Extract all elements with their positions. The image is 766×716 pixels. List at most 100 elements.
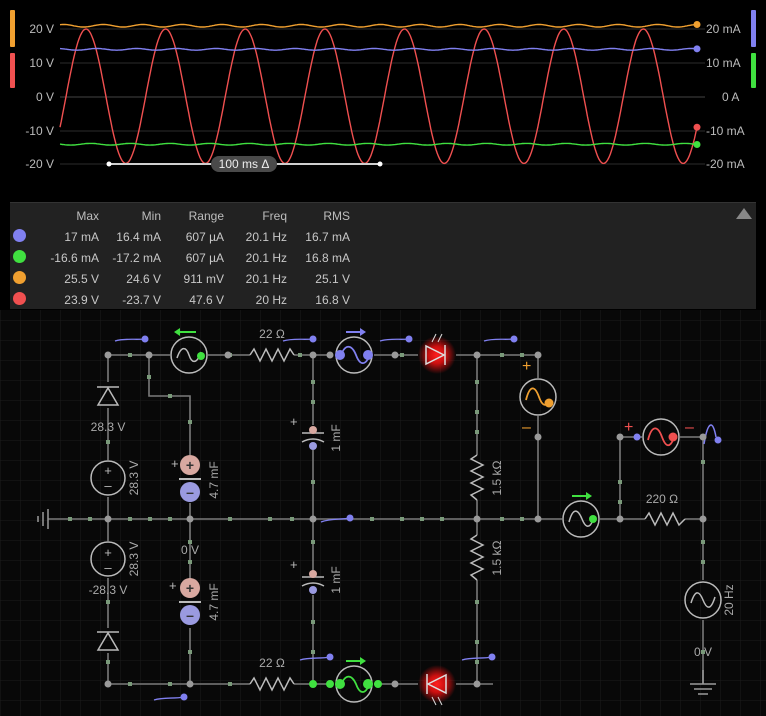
scale-marker-red[interactable]	[10, 53, 15, 88]
ammeter-probe-right[interactable]	[562, 492, 600, 538]
resistor-top-label: 22 Ω	[259, 327, 285, 341]
diode-top[interactable]	[96, 386, 120, 406]
resistor-mid-upper[interactable]	[469, 454, 485, 501]
diode-bottom[interactable]	[96, 631, 120, 651]
capacitor-4.7mF-top[interactable]: + + –	[171, 455, 201, 502]
measurements-header-row: Max Min Range Freq RMS	[10, 205, 350, 226]
ammeter-probe-bottom-green[interactable]	[335, 657, 373, 703]
resistor-right[interactable]	[644, 511, 686, 527]
wire-tail-ends	[141, 335, 641, 701]
series-swatch-blue	[13, 228, 26, 242]
cell-range: 47.6 V	[189, 292, 224, 307]
trace-#f05050	[59, 28, 698, 165]
left-tick-label: -10 V	[25, 124, 54, 138]
left-tick-label: 20 V	[29, 22, 54, 36]
oscilloscope-panel[interactable]: 20 V 10 V 0 V -10 V -20 V 20 mA 10 mA 0 …	[0, 0, 766, 200]
cell-freq: 20.1 Hz	[245, 271, 287, 286]
resistor-top[interactable]	[249, 347, 295, 363]
svg-text:+: +	[171, 456, 179, 471]
trace-#40e040	[59, 142, 698, 146]
scope-traces	[59, 20, 701, 165]
cell-rms: 16.8 V	[315, 292, 350, 307]
cell-freq: 20.1 Hz	[245, 250, 287, 265]
svg-text:+: +	[104, 545, 112, 560]
scale-marker-green[interactable]	[751, 53, 756, 88]
svg-text:–: –	[186, 607, 194, 623]
svg-text:+: +	[169, 578, 177, 593]
svg-text:+: +	[290, 414, 298, 429]
measurement-row-red[interactable]: 23.9 V -23.7 V 47.6 V 20 Hz 16.8 V	[10, 289, 350, 310]
time-scale-indicator[interactable]: 100 ms Δ	[106, 156, 383, 172]
cell-rms: 25.1 V	[315, 271, 350, 286]
capacitor-1mF-bottom[interactable]: +	[290, 557, 325, 594]
svg-text:+: +	[624, 419, 633, 436]
scale-marker-orange[interactable]	[10, 10, 15, 47]
trace-end-point	[693, 123, 701, 131]
dc-source-top-label: 28.3 V	[127, 461, 141, 496]
cell-max: 25.5 V	[64, 271, 99, 286]
svg-text:–: –	[104, 478, 112, 493]
current-dots	[68, 353, 705, 686]
cell-max: 17 mA	[64, 229, 99, 244]
ammeter-probe-top-blue[interactable]	[335, 328, 373, 374]
ac-source[interactable]	[684, 581, 722, 619]
measurements-table: Max Min Range Freq RMS 17 mA 16.4 mA 607…	[10, 205, 350, 310]
header-rms: RMS	[323, 208, 350, 223]
left-axis-labels: 20 V 10 V 0 V -10 V -20 V	[25, 22, 54, 171]
green-nodes	[309, 680, 382, 688]
svg-text:+: +	[290, 557, 298, 572]
series-swatch-red	[13, 291, 26, 305]
time-scale-label: 100 ms Δ	[219, 157, 270, 171]
cell-range: 607 µA	[185, 250, 224, 265]
resistor-bottom[interactable]	[249, 676, 295, 692]
dc-source-bottom[interactable]: + –	[90, 541, 126, 577]
trace-#8080f0	[59, 47, 698, 51]
measurement-row-green[interactable]: -16.6 mA -17.2 mA 607 µA 20.1 Hz 16.8 mA	[10, 247, 350, 268]
resistor-mid-upper-label: 1.5 kΩ	[490, 460, 504, 495]
collapse-triangle-icon[interactable]	[736, 208, 752, 219]
resistor-bottom-label: 22 Ω	[259, 656, 285, 670]
led-bottom[interactable]	[418, 665, 456, 706]
cell-freq: 20 Hz	[255, 292, 287, 307]
capacitor-4.7mF-bottom[interactable]: + + –	[169, 578, 201, 625]
cell-range: 911 mV	[183, 271, 224, 286]
left-tick-label: 10 V	[29, 56, 54, 70]
left-tick-label: -20 V	[25, 157, 54, 171]
svg-text:+: +	[186, 457, 194, 473]
right-tick-label: 10 mA	[706, 56, 741, 70]
cell-rms: 16.8 mA	[305, 250, 350, 265]
svg-text:+: +	[522, 358, 531, 375]
right-tick-label: 0 A	[722, 90, 739, 104]
right-tick-label: -20 mA	[706, 157, 745, 171]
voltmeter-probe-orange[interactable]: + –	[519, 358, 557, 436]
svg-text:–: –	[685, 419, 694, 436]
capacitor-top-label: 4.7 mF	[207, 461, 221, 498]
mid-node-voltage: 0 V	[181, 543, 199, 557]
left-tick-label: 0 V	[36, 90, 54, 104]
led-top[interactable]	[418, 333, 456, 374]
trace-#f0a030	[59, 23, 697, 28]
circuit-grid	[0, 310, 766, 716]
resistor-mid-lower[interactable]	[469, 534, 485, 581]
series-swatch-orange	[13, 270, 26, 284]
dc-source-top[interactable]: + –	[90, 460, 126, 496]
voltmeter-probe-red[interactable]: + –	[624, 418, 694, 456]
svg-text:+: +	[104, 463, 112, 478]
cell-freq: 20.1 Hz	[245, 229, 287, 244]
diode-bottom-voltage: -28.3 V	[89, 583, 128, 597]
resistor-mid-lower-label: 1.5 kΩ	[490, 540, 504, 575]
resistor-right-label: 220 Ω	[646, 492, 678, 506]
trace-end-point	[693, 141, 701, 149]
measurement-row-orange[interactable]: 25.5 V 24.6 V 911 mV 20.1 Hz 25.1 V	[10, 268, 350, 289]
cell-min: -17.2 mA	[112, 250, 161, 265]
scale-marker-blue[interactable]	[751, 10, 756, 47]
header-max: Max	[76, 208, 99, 223]
header-freq: Freq	[262, 208, 287, 223]
cell-max: 23.9 V	[64, 292, 99, 307]
dc-source-bottom-label: 28.3 V	[127, 542, 141, 577]
capacitor-bottom-label: 4.7 mF	[207, 583, 221, 620]
capacitor-1mF-top[interactable]: +	[290, 414, 325, 450]
circuit-canvas[interactable]: + – + – + + – + + – + +	[0, 310, 766, 716]
measurement-row-blue[interactable]: 17 mA 16.4 mA 607 µA 20.1 Hz 16.7 mA	[10, 226, 350, 247]
ammeter-probe-top-left[interactable]	[170, 328, 208, 374]
